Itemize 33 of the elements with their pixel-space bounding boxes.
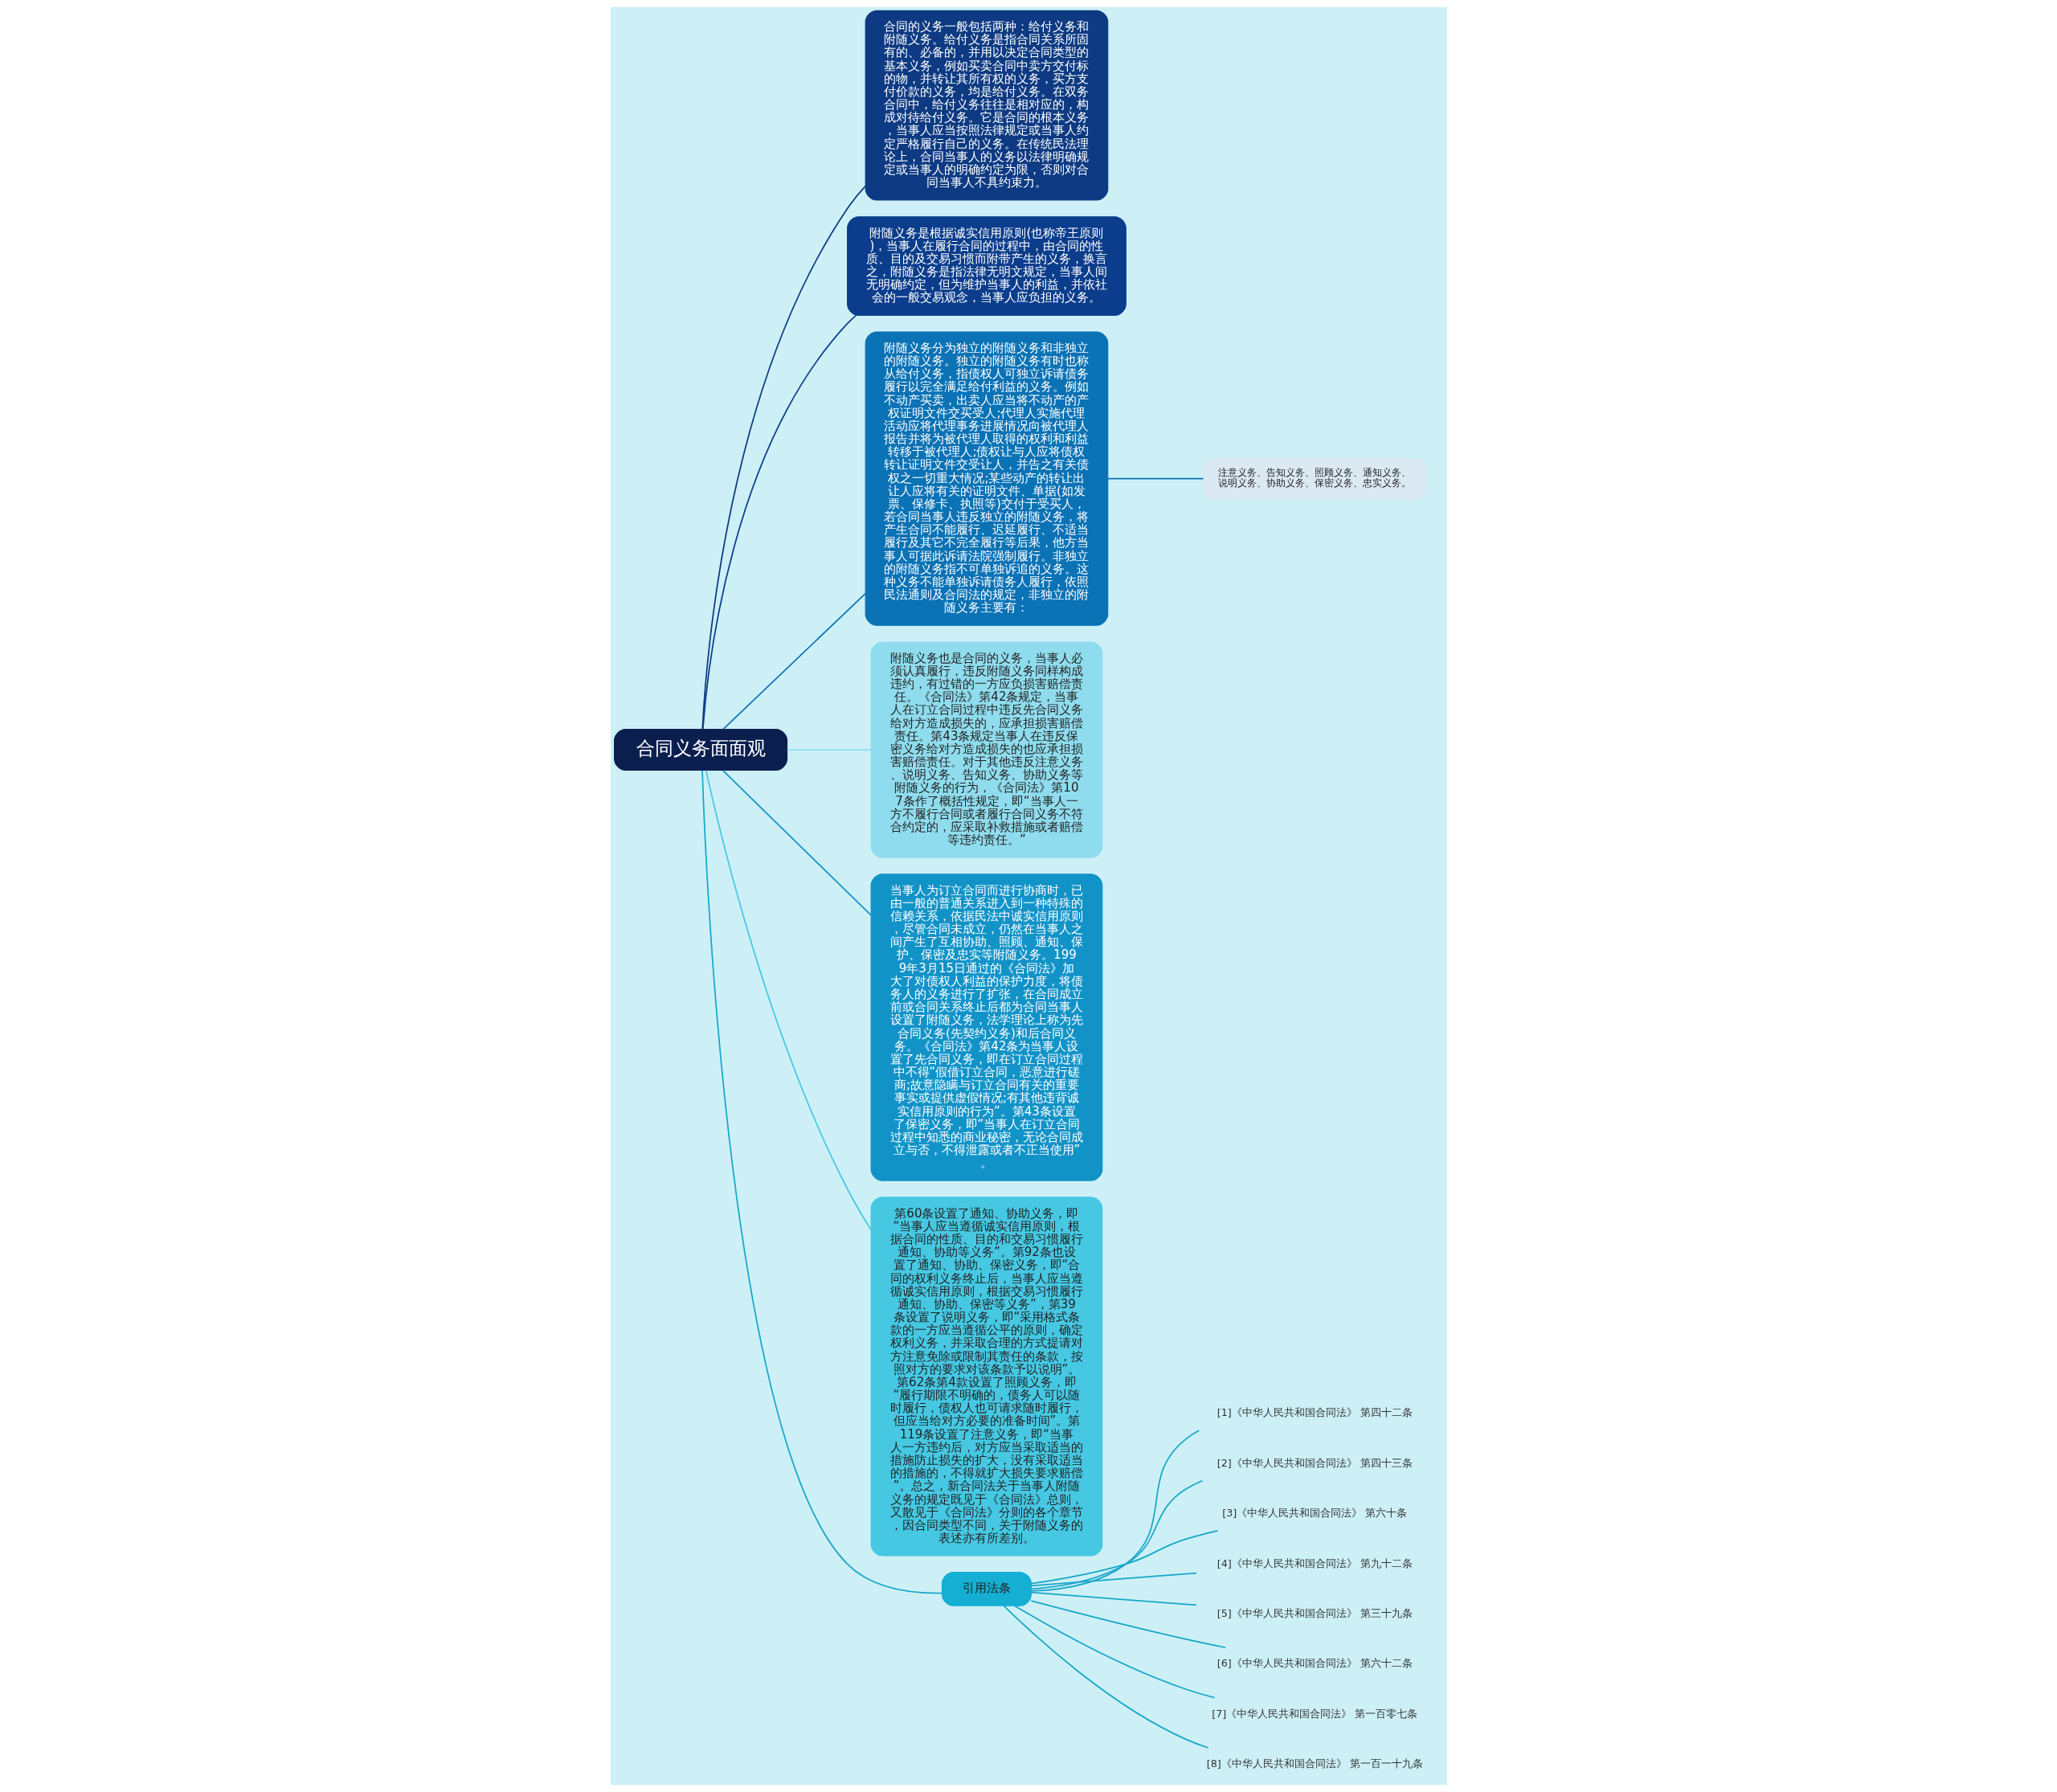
connector bbox=[1030, 1479, 1203, 1590]
connector bbox=[1030, 1529, 1218, 1585]
node-box: 当事人为订立合同而进行协商时，已由一般的普通关系进入到一种特殊的信赖关系，依据民法中诚实信用原则，尽管合同未成立，仍然在当事人之间产生了互相协助、照顾、通知、保护、保密及忠实等附随义务。1999年3月15日通过的《合同法》加大了对债权人利益的保护力度，将债务人的义务进行了扩张，在合同成立前或合同关系终止后都为合同当事人设置了附随义务，法学理论上称为先合同义务(先契约义务)和后合同义务。《合同法》第42条为当事人设置了先合同义务，即在订立合同过程中不得“假借订立合同，恶意进行磋商;故意隐瞒与订立合同有关的重要事实或提供虚假情况;有其他违背诚实信用原则的行为”。第43条设置了保密义务，即“当事人在订立合同过程中知悉的商业秘密，无论合同成立与否，不得泄露或者不正当使用”。 bbox=[870, 873, 1102, 1181]
node-box: 合同的义务一般包括两种：给付义务和附随义务。给付义务是指合同关系所固有的、必备的，并用以决定合同类型的基本义务，例如买卖合同中卖方交付标的物，并转让其所有权的义务，买方支付价款的义务，均是给付义务。在双务合同中，给付义务往往是相对应的，构成对待给付义务。它是合同的根本义务，当事人应当按照法律规定或当事人约定严格履行自己的义务。在传统民法理论上，合同当事人的义务以法律明确规定或当事人的明确约定为限，否则对合同当事人不具约束力。 bbox=[865, 10, 1108, 201]
connector bbox=[701, 185, 866, 730]
node-box: 注意义务、告知义务、照顾义务、通知义务、说明义务、协助义务、保密义务、忠实义务。 bbox=[1202, 457, 1427, 500]
connector bbox=[1013, 1605, 1215, 1699]
connector bbox=[722, 770, 872, 916]
node-text: [6]《中华人民共和国合同法》 第六十二条 bbox=[1217, 1657, 1413, 1670]
connector bbox=[1106, 477, 1204, 480]
node-text: [8]《中华人民共和国合同法》 第一百一十九条 bbox=[1206, 1757, 1423, 1770]
node-text: [2]《中华人民共和国合同法》 第四十三条 bbox=[1217, 1456, 1413, 1469]
connector bbox=[701, 769, 943, 1594]
node-box: 附随义务是根据诚实信用原则(也称帝王原则)，当事人在履行合同的过程中，由合同的性质、目的及交易习惯而附带产生的义务，换言之，附随义务是指法律无明文规定，当事人间无明确约定，但为维护当事人的利益，并依社会的一般交易观念，当事人应负担的义务。 bbox=[846, 216, 1127, 316]
connector bbox=[1030, 1600, 1226, 1649]
connector bbox=[1003, 1605, 1209, 1749]
node-box: 合同义务面面观 bbox=[613, 729, 787, 771]
node-box: 第60条设置了通知、协助义务，即“当事人应当遵循诚实信用原则，根据合同的性质、目的和交易习惯履行通知、协助等义务”。第92条也设置了通知、协助、保密义务，即“合同的权利义务终止后，当事人应当遵循诚实信用原则，根据交易习惯履行通知、协助、保密等义务”，第39条设置了说明义务，即“采用格式条款的一方应当遵循公平的原则，确定权利义务，并采取合理的方式提请对方注意免除或限制其责任的条款，按照对方的要求对该条款予以说明”。第62条第4款设置了照顾义务，即“履行期限不明确的，债务人可以随时履行，债权人也可请求随时履行，但应当给对方必要的准备时间”。第119条设置了注意义务，即“当事人一方违约后，对方应当采取适当的措施防止损失的扩大，没有采取适当的措施的，不得就扩大损失要求赔偿”。总之，新合同法关于当事人附随义务的规定既见于《合同法》总则，又散见于《合同法》分则的各个章节，因合同类型不同，关于附随义务的表述亦有所差别。 bbox=[870, 1197, 1102, 1557]
node-text: [3]《中华人民共和国合同法》 第六十条 bbox=[1221, 1507, 1407, 1520]
connector bbox=[1030, 1572, 1197, 1587]
connector bbox=[705, 769, 872, 1231]
connector bbox=[722, 592, 866, 730]
node-text: [1]《中华人民共和国合同法》 第四十二条 bbox=[1217, 1406, 1413, 1419]
node-box: 附随义务分为独立的附随义务和非独立的附随义务。独立的附随义务有时也称从给付义务，指债权人可独立诉请债务履行以完全满足给付利益的义务。例如不动产买卖，出卖人应当将不动产的产权证明文件交买受人;代理人实施代理活动应将代理事务进展情况向被代理人报告并将为被代理人取得的权利和利益转移于被代理人;债权让与人应将债权转让证明文件交受让人，并告之有关债权之一切重大情况;某些动产的转让出让人应将有关的证明文件、单据(如发票、保修卡、执照等)交付于受买人，若合同当事人违反独立的附随义务，将产生合同不能履行、迟延履行、不适当履行及其它不完全履行等后果，他方当事人可据此诉请法院强制履行。非独立的附随义务指不可单独诉追的义务。这种义务不能单独诉请债务人履行，依照民法通则及合同法的规定，非独立的附随义务主要有： bbox=[865, 331, 1108, 626]
connector bbox=[1030, 1430, 1200, 1592]
node-box: 引用法条 bbox=[941, 1572, 1032, 1606]
connector bbox=[1030, 1591, 1197, 1606]
connector bbox=[786, 749, 872, 751]
node-text: [5]《中华人民共和国合同法》 第三十九条 bbox=[1217, 1606, 1413, 1619]
connector bbox=[701, 314, 857, 730]
node-text: [4]《中华人民共和国合同法》 第九十二条 bbox=[1217, 1557, 1413, 1569]
node-text: [7]《中华人民共和国合同法》 第一百零七条 bbox=[1211, 1707, 1417, 1720]
node-box: 附随义务也是合同的义务，当事人必须认真履行，违反附随义务同样构成违约，有过错的一方应负损害赔偿责任。《合同法》第42条规定，当事人在订立合同过程中违反先合同义务给对方造成损失的，应承担损害赔偿责任。第43条规定当事人在违反保密义务给对方造成损失的也应承担损害赔偿责任。对于其他违反注意义务、说明义务、告知义务、协助义务等附随义务的行为，《合同法》第107条作了概括性规定，即“当事人一方不履行合同或者履行合同义务不符合约定的，应采取补救措施或者赔偿等违约责任。” bbox=[870, 641, 1102, 858]
